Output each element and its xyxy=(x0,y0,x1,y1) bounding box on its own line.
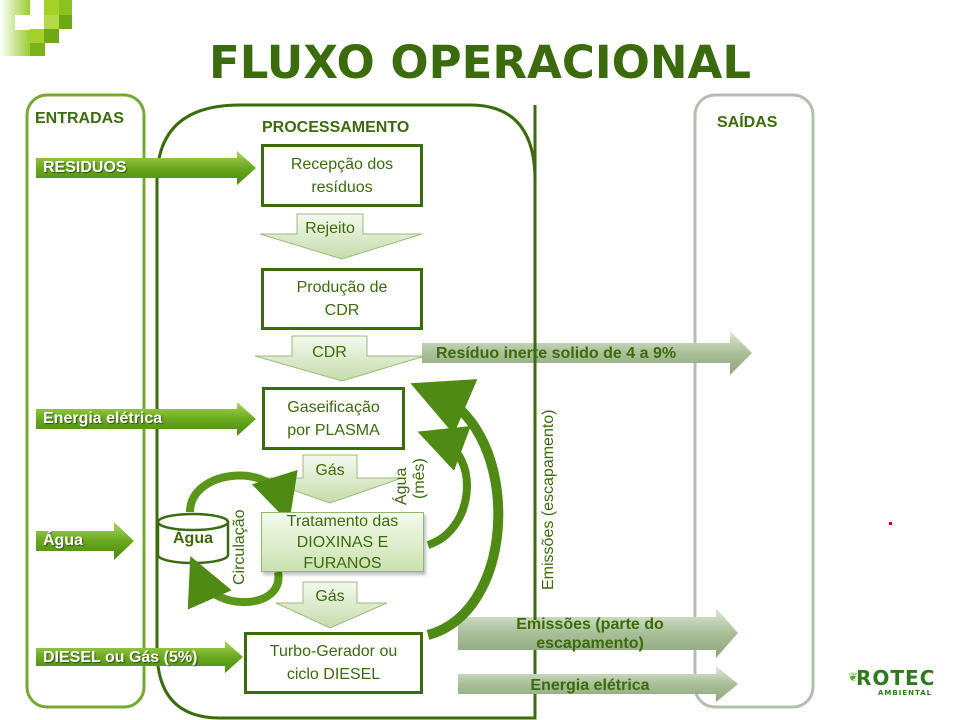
agua-mes-line2: (mês) xyxy=(411,458,428,499)
producao-line1: Produção de xyxy=(296,279,388,296)
down-arrow-gas2 xyxy=(275,581,388,629)
tratamento-box: Tratamento das DIOXINAS E FURANOS xyxy=(261,512,424,572)
cdr-label: CDR xyxy=(312,344,347,361)
page-title: FLUXO OPERACIONAL xyxy=(209,36,751,89)
gaseificacao-line1: Gaseificação xyxy=(287,398,380,416)
turbo-line2: ciclo DIESEL xyxy=(286,666,381,683)
agua-tank-label: Água xyxy=(173,530,213,547)
input-agua-label: Água xyxy=(43,532,83,549)
saidas-label: SAÍDAS xyxy=(717,114,778,131)
entradas-panel xyxy=(25,93,146,709)
recepcao-box: Recepção dos resíduos xyxy=(261,144,423,207)
input-arrow-diesel xyxy=(36,641,243,673)
producao-cdr-box: Produção de CDR xyxy=(261,268,423,330)
tratamento-line2: DIOXINAS E xyxy=(296,533,389,551)
agua-mes-line1: Água xyxy=(393,467,410,505)
turbo-gerador-box: Turbo-Gerador ou ciclo DIESEL xyxy=(244,632,423,694)
input-energia-label: Energia elétrica xyxy=(43,410,163,427)
input-residuos-label: RESIDUOS xyxy=(43,159,127,176)
producao-line2: CDR xyxy=(324,302,360,319)
leaf-icon: ❦ xyxy=(848,670,859,684)
output-emissoes-line2: escapamento) xyxy=(536,635,644,652)
saidas-panel xyxy=(693,93,815,709)
gas2-label: Gás xyxy=(315,588,345,605)
output-arrow-emissoes xyxy=(458,608,738,658)
input-arrow-agua xyxy=(36,522,134,560)
output-energia-label: Energia elétrica xyxy=(530,677,650,694)
output-residuo-inerte-label: Resíduo inerte solido de 4 a 9% xyxy=(436,345,677,362)
input-diesel-label: DIESEL ou Gás (5%) xyxy=(43,649,198,666)
gaseificacao-line2: por PLASMA xyxy=(287,421,380,439)
emissoes-escapamento-label: Emissões (escapamento) xyxy=(540,409,557,590)
down-arrow-rejeito xyxy=(259,213,423,260)
rotec-logo: ❦ ROTEC AMBIENTAL xyxy=(848,666,938,706)
gas1-label: Gás xyxy=(315,462,345,479)
input-arrow-energia xyxy=(36,402,256,436)
output-arrow-residuo-inerte xyxy=(422,331,752,375)
recepcao-line1: Recepção dos xyxy=(290,155,394,173)
logo-name: ROTEC xyxy=(856,666,936,690)
rejeito-label: Rejeito xyxy=(305,220,355,237)
output-emissoes-line1: Emissões (parte do xyxy=(516,616,664,633)
processamento-label: PROCESSAMENTO xyxy=(262,119,410,136)
turbo-line1: Turbo-Gerador ou xyxy=(269,643,398,660)
circulacao-label: Circulação xyxy=(231,509,248,585)
down-arrow-cdr xyxy=(254,335,426,382)
corner-decoration xyxy=(0,0,80,60)
tratamento-line3: FURANOS xyxy=(303,554,382,572)
recepcao-line2: resíduos xyxy=(311,178,373,196)
circulation-arrow-top xyxy=(186,469,298,523)
input-arrow-residuos xyxy=(36,151,256,185)
circulation-arrow-bottom xyxy=(187,556,283,610)
logo-sub: AMBIENTAL xyxy=(878,689,933,697)
agua-mes-label: Água (mês) xyxy=(393,458,429,505)
agua-tank-icon xyxy=(156,512,230,565)
red-dot-mark xyxy=(889,522,892,525)
tratamento-line1: Tratamento das xyxy=(286,512,399,530)
output-emissoes-label: Emissões (parte do escapamento) xyxy=(470,615,710,653)
agua-mes-return-arrow xyxy=(417,426,471,549)
turbo-return-arrow xyxy=(410,379,504,640)
gaseificacao-box: Gaseificação por PLASMA xyxy=(262,387,405,450)
entradas-label: ENTRADAS xyxy=(35,110,124,127)
processamento-panel xyxy=(155,103,537,720)
output-arrow-energia xyxy=(458,666,738,702)
